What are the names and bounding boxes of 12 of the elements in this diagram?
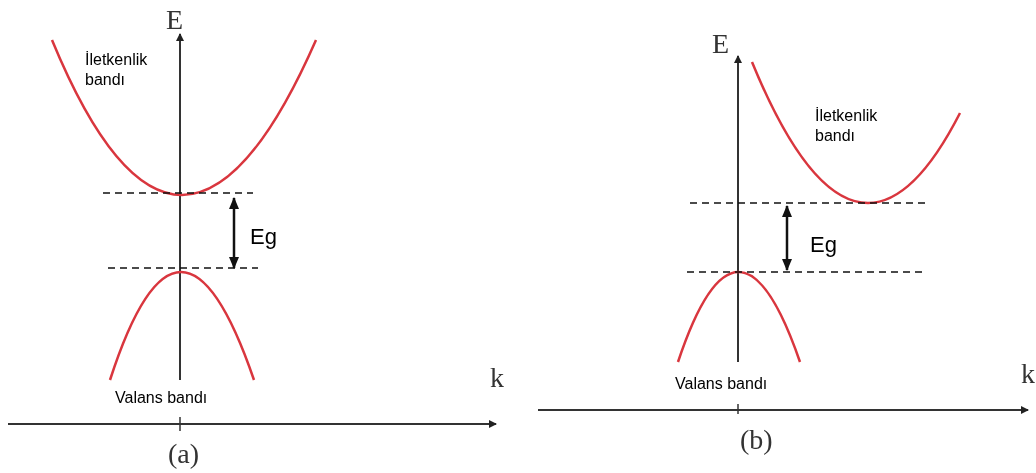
band-label: Valans bandı <box>675 374 769 394</box>
axis-label: k <box>490 364 505 392</box>
band-label: Valans bandı <box>115 388 209 408</box>
axis-label: k <box>1021 360 1036 388</box>
panel-label: (b) <box>740 426 774 454</box>
band-label: İletkenlik bandı <box>815 106 879 146</box>
energy-gap-label: Eg <box>250 226 278 248</box>
band-label: İletkenlik bandı <box>85 50 149 90</box>
energy-gap-label: Eg <box>810 234 838 256</box>
axis-label: E <box>712 30 731 58</box>
panel-label: (a) <box>168 440 201 468</box>
axis-label: E <box>166 6 185 34</box>
